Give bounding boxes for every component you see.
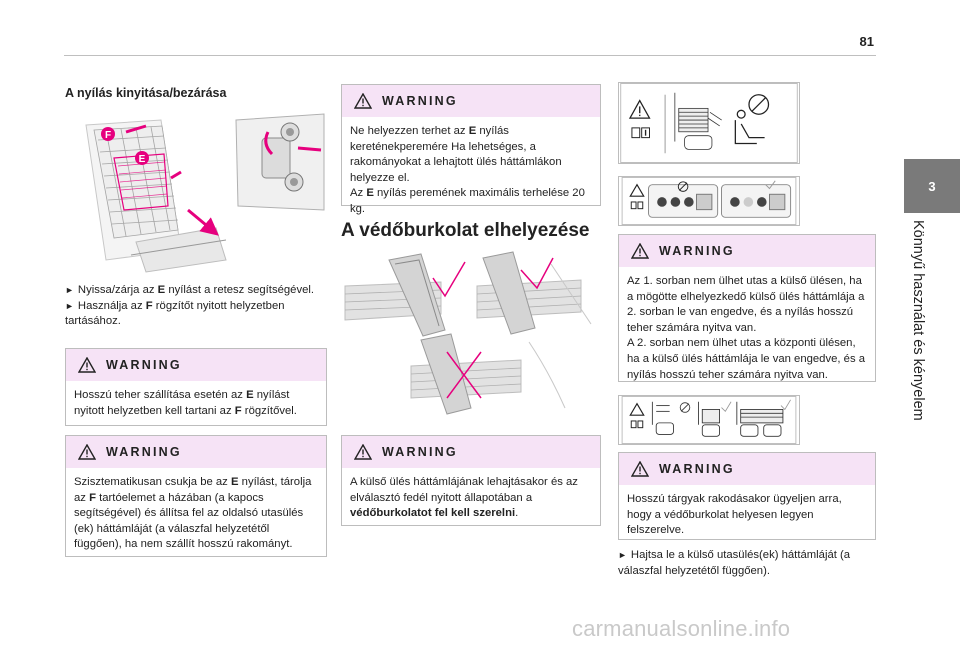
row-layout-pictogram-1: [618, 176, 800, 226]
arrow-icon: ►: [65, 285, 74, 295]
warning-triangle-icon: [78, 357, 96, 373]
label-f-marker: [101, 127, 115, 141]
page-number: 81: [859, 34, 874, 49]
chapter-number: 3: [928, 178, 936, 194]
warning-header: WARNING: [619, 235, 875, 267]
chapter-title: Könnyű használat és kényelem: [910, 220, 926, 421]
arrow-icon: ►: [65, 300, 74, 311]
cover-placement-illustration: [344, 251, 592, 415]
warning-box-passenger-restriction: WARNING Az 1. sorban nem ülhet utas a kü…: [618, 234, 876, 382]
warning-box-close-hatch: WARNING Szisztematikusan csukja be az E …: [65, 435, 327, 557]
warning-box-load-edge: WARNING Ne helyezzen terhet az E nyílás …: [341, 84, 601, 215]
warning-box-cover-required: WARNING A külső ülés háttámlájának lehaj…: [341, 435, 601, 526]
watermark: carmanualsonline.info: [572, 616, 791, 641]
warning-title: WARNING: [106, 445, 182, 459]
section-heading-opening: A nyílás kinyitása/bezárása: [65, 86, 227, 100]
warning-text: Az 1. sorban nem ülhet utas a külső ülés…: [627, 275, 866, 381]
arrow-icon: ►: [618, 550, 627, 560]
warning-text: Hosszú teher szállítása esetén az E nyíl…: [74, 389, 297, 417]
warning-text: Szisztematikusan csukja be az E nyílást,…: [74, 476, 312, 551]
warning-triangle-icon: [354, 93, 372, 109]
warning-text: Ne helyezzen terhet az E nyílás kereténe…: [350, 125, 585, 215]
chapter-tab[interactable]: 3: [904, 159, 960, 213]
instruction-fold-seat: ►Hajtsa le a külső utasülés(ek) háttámlá…: [618, 549, 851, 577]
section-heading-cover: A védőburkolat elhelyezése: [341, 220, 590, 241]
warning-header: WARNING: [342, 85, 600, 117]
warning-triangle-icon: [354, 444, 372, 460]
top-rule: [64, 55, 876, 56]
warning-title: WARNING: [659, 462, 735, 476]
label-f: F: [105, 130, 111, 141]
warning-triangle-icon: [78, 444, 96, 460]
row-layout-pictogram-2: [618, 395, 800, 445]
warning-header: WARNING: [66, 436, 326, 468]
instruction-1: ►Nyissa/zárja az E nyílást a retesz segí…: [65, 284, 315, 296]
warning-text: A külső ülés háttámlájának lehajtásakor …: [350, 476, 578, 520]
warning-header: WARNING: [619, 453, 875, 485]
warning-header: WARNING: [342, 436, 600, 468]
warning-title: WARNING: [382, 445, 458, 459]
hatch-illustration: F E: [66, 110, 328, 280]
label-e: E: [139, 154, 146, 165]
instruction-2: ►Használja az F rögzítőt nyitott helyzet…: [65, 299, 285, 328]
warning-box-long-objects: WARNING Hosszú tárgyak rakodásakor ügyel…: [618, 452, 876, 540]
warning-box-long-load: WARNING Hosszú teher szállítása esetén a…: [65, 348, 327, 426]
warning-triangle-icon: [631, 243, 649, 259]
label-e-marker: [135, 151, 149, 165]
seat-warning-pictogram: [618, 82, 800, 164]
warning-title: WARNING: [382, 94, 458, 108]
warning-title: WARNING: [106, 358, 182, 372]
warning-header: WARNING: [66, 349, 326, 381]
warning-title: WARNING: [659, 244, 735, 258]
warning-text: Hosszú tárgyak rakodásakor ügyeljen arra…: [627, 493, 842, 537]
instruction-list: ►Nyissa/zárja az E nyílást a retesz segí…: [65, 283, 327, 330]
warning-triangle-icon: [631, 461, 649, 477]
